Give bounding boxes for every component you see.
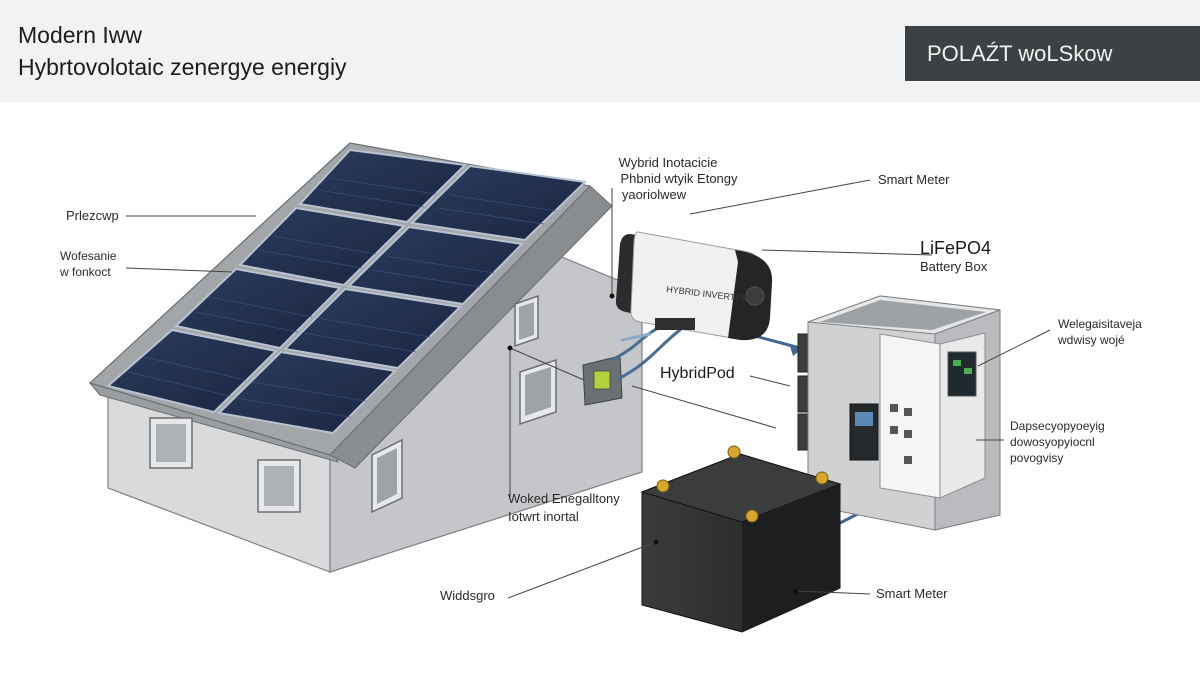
callout-inverter-line-1: Wybrid Inotacicie <box>618 155 718 170</box>
callout-hybrid-pod: HybridPod <box>660 365 735 382</box>
battery-terminal <box>815 471 829 485</box>
window <box>149 417 193 469</box>
page-title-line-2: Hybrtovolotaic zenergye energiy <box>18 54 347 80</box>
callout-inverter-line-2: Phbnid wtyik Etongy <box>620 171 738 186</box>
callout-inverter-line-3: yaoriolwew <box>621 187 687 202</box>
header-band: Modern Iww Hybrtovolotaic zenergye energ… <box>0 0 1200 102</box>
junction-box <box>582 355 623 406</box>
callout-smart-meter-top: Smart Meter <box>878 172 950 187</box>
leader-lines <box>125 179 1051 599</box>
callout-battery-box-title: LiFePO4 <box>920 238 992 258</box>
battery <box>640 445 842 633</box>
panel-cell-lines <box>127 177 557 418</box>
window <box>519 358 557 426</box>
window <box>257 459 301 513</box>
window <box>371 438 403 514</box>
solar-panel <box>346 225 525 306</box>
solar-panel <box>105 328 279 414</box>
hybrid-inverter: HYBRID INVERTER <box>615 231 773 341</box>
callout-battery-box-subtitle: Battery Box <box>920 259 988 274</box>
callout-smart-meter-bottom: Smart Meter <box>876 586 948 601</box>
solar-panel <box>216 350 398 435</box>
solar-panel <box>237 206 407 287</box>
solar-panel <box>409 164 588 242</box>
header-tag: POLAŹT woLSkow <box>905 26 1200 81</box>
callout-right-line-2: dowosyopyiocnl <box>1010 435 1095 449</box>
callout-panel-line-2: w fonkoct <box>60 265 111 279</box>
solar-panel <box>282 287 463 370</box>
callout-right-line-3: povogvisy <box>1010 451 1064 465</box>
cabinet <box>807 295 1001 531</box>
window <box>514 294 539 348</box>
solar-panel <box>173 267 343 350</box>
battery-terminal <box>727 445 741 459</box>
callout-house-line-2: Iotwrt inortal <box>508 509 579 524</box>
callout-ground: Widdsgro <box>440 588 495 603</box>
battery-terminal <box>745 509 759 523</box>
callout-roof: Prlezcwp <box>66 208 119 223</box>
callout-cabinet-line-2: wdwisy wojé <box>1058 333 1125 347</box>
leader-dots <box>507 293 799 594</box>
callout-right-line-1: Dapsecyopyoeyig <box>1010 419 1105 433</box>
callout-house-line-1: Woked Enegalltony <box>508 491 620 506</box>
battery-terminal <box>656 479 670 493</box>
callout-cabinet-line-1: Welegaisitaveja <box>1058 317 1142 331</box>
page-title-line-1: Modern Iww <box>18 22 142 48</box>
solar-array <box>105 148 588 435</box>
callout-panel-line-1: Wofesanie <box>60 249 117 263</box>
